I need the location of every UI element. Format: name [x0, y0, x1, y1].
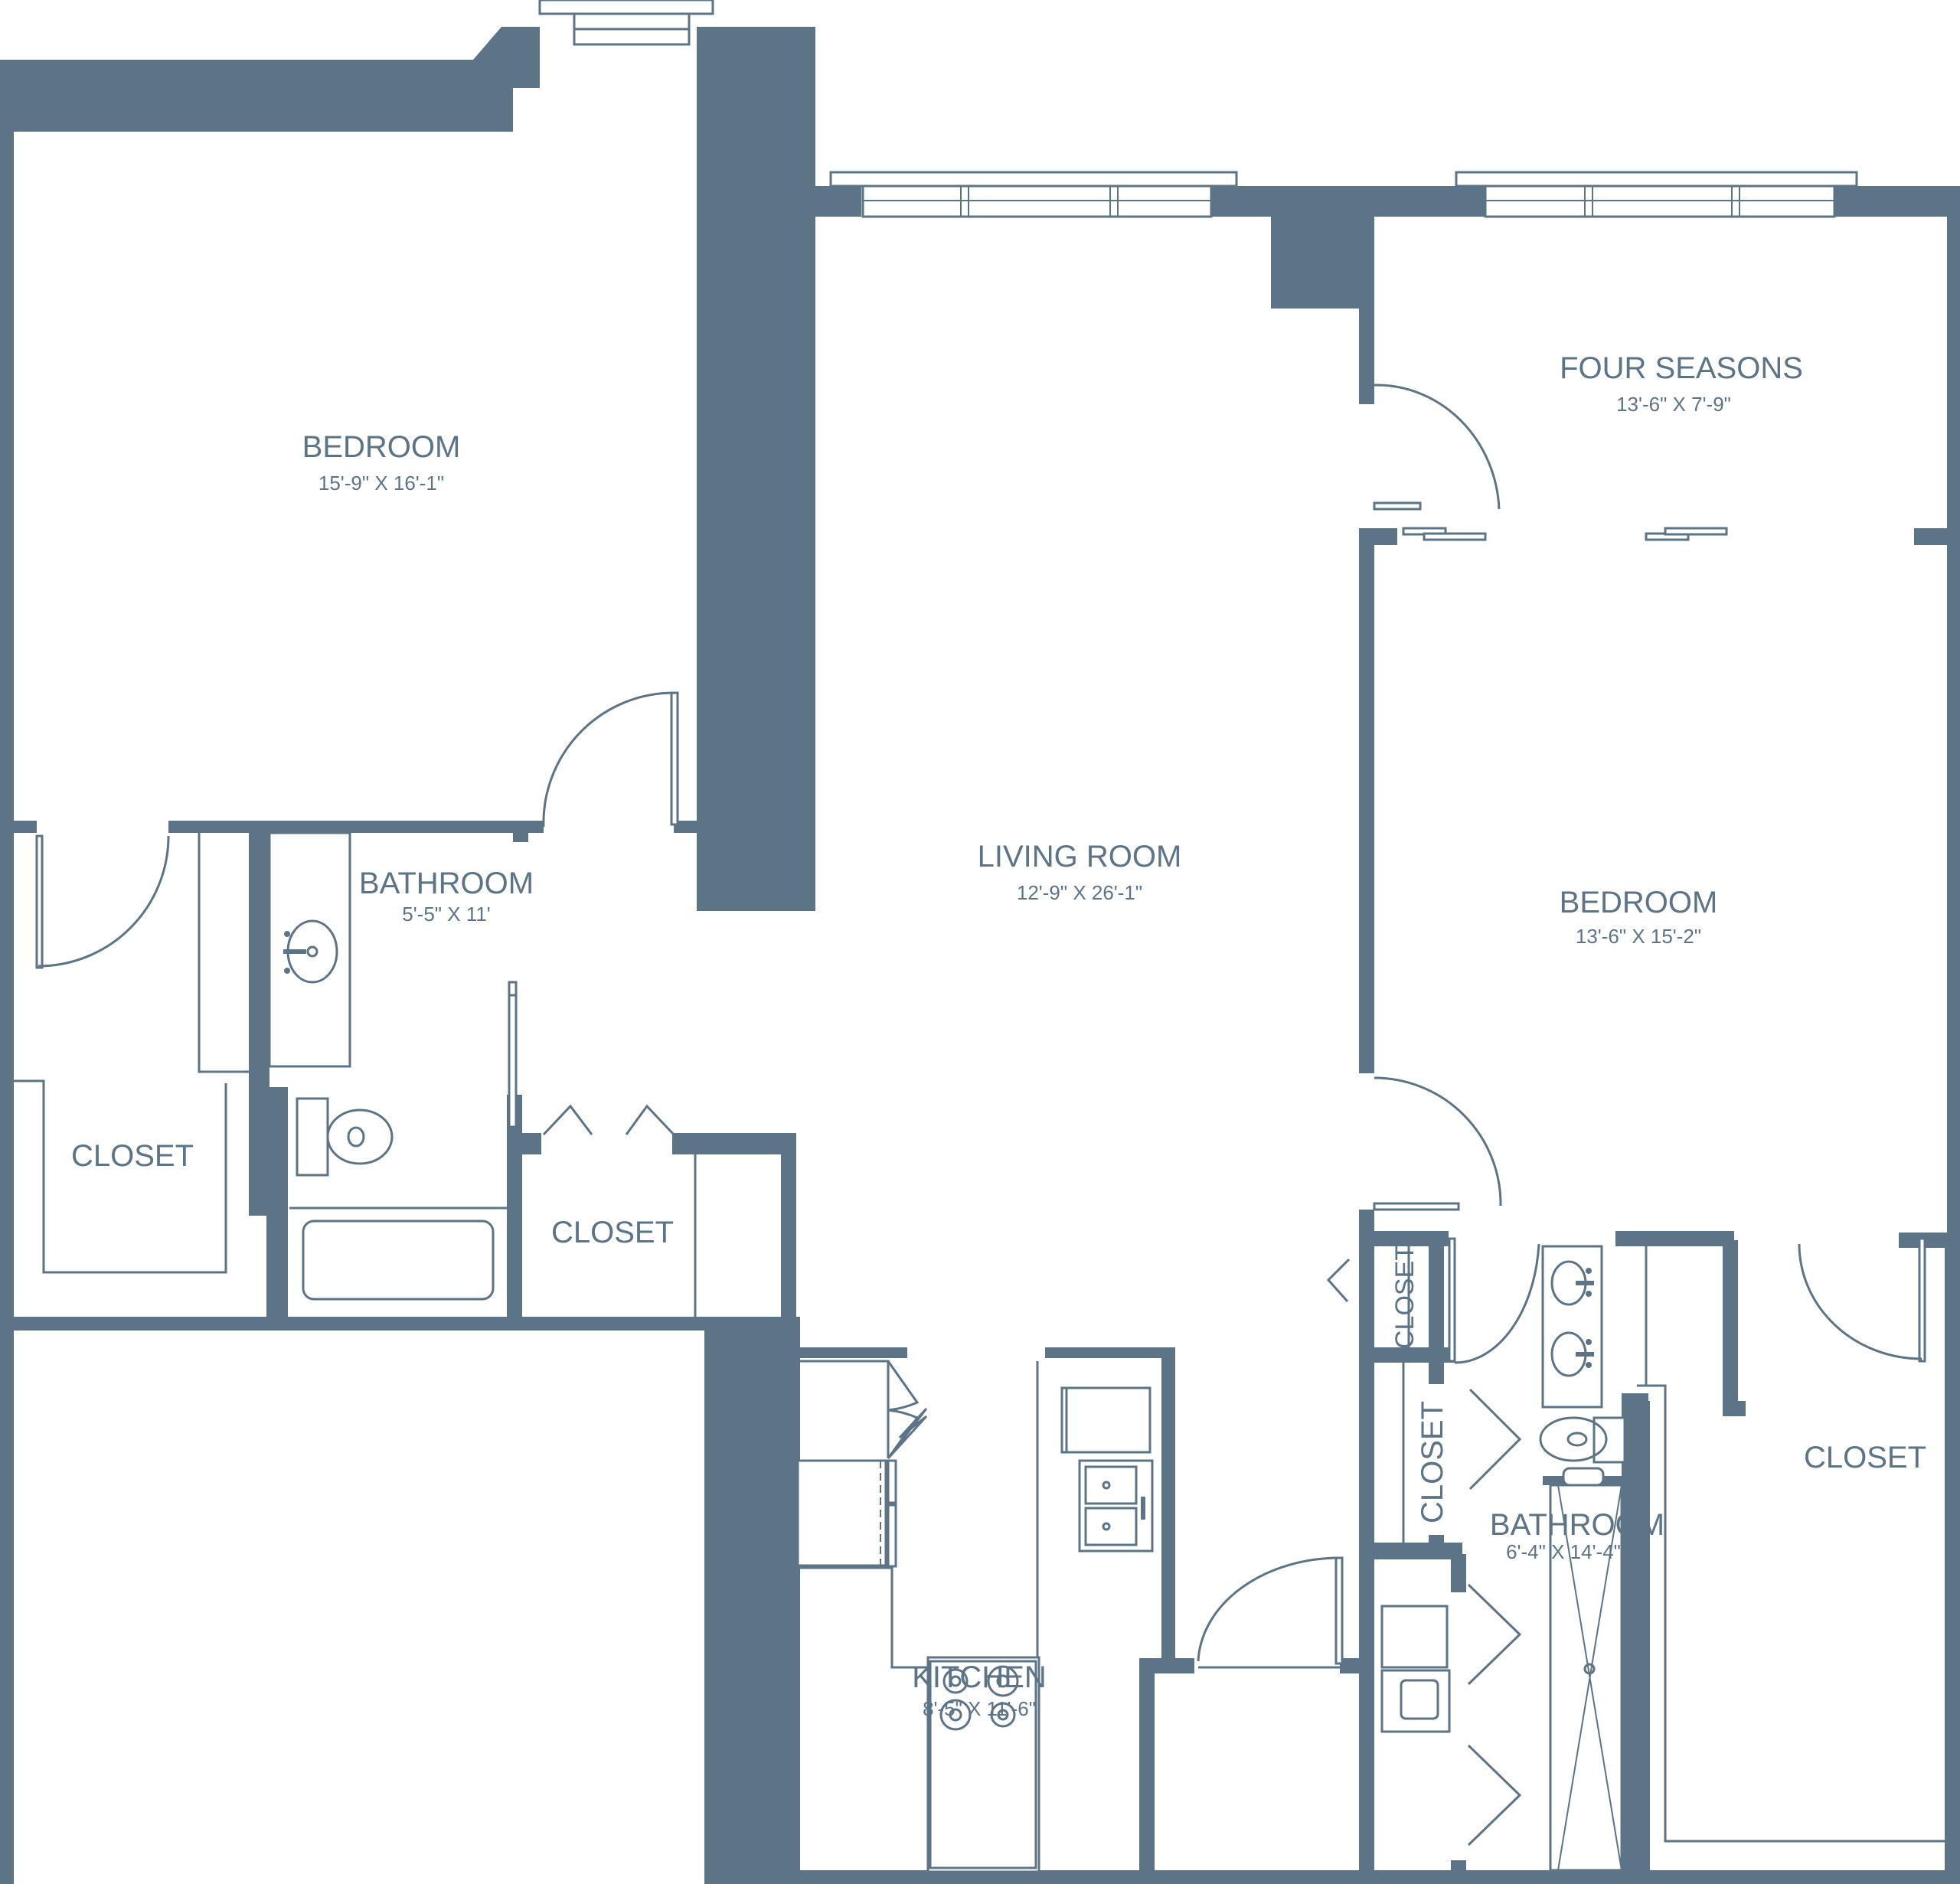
wall-hall-closet-top-right: [672, 1133, 796, 1154]
wall-hall-closet-top-left: [507, 1133, 541, 1154]
closet-left-shelving: [14, 833, 249, 1274]
wall-closet-block-top-a: [1363, 1231, 1449, 1246]
wall-top-living: [815, 186, 861, 217]
stove: [926, 1656, 1040, 1873]
door-four-seasons-slider: [1402, 527, 1728, 541]
wall-top-living-right: [1210, 186, 1279, 217]
wall-closet-block-top-b: [1615, 1231, 1734, 1246]
wall-four-seasons-left: [1359, 217, 1374, 404]
wall-left-outer: [0, 132, 14, 1341]
wall-pillar-top: [1271, 186, 1363, 309]
wall-hall-closet-right: [781, 1133, 796, 1317]
wall-bedroom-left-bottom-b: [168, 821, 544, 833]
door-closet-right: [1798, 1237, 1926, 1363]
label-closet-hall: CLOSET: [551, 1216, 674, 1249]
door-four-seasons: [1373, 384, 1501, 511]
wall-vanity-closet-low: [1723, 1401, 1746, 1416]
wall-closet-bath-left: [249, 833, 270, 1216]
kitchen-counters: [796, 1360, 1154, 1669]
door-closet-left: [35, 834, 170, 969]
wall-top-left: [0, 27, 815, 1884]
door-bedroom-right: [1373, 1076, 1502, 1211]
wall-lower-left: [0, 1317, 800, 1331]
wall-living-bedroom: [1359, 545, 1374, 1073]
dim-bedroom-left: 15'-9" X 16'-1": [318, 472, 444, 495]
wall-bedroom-left-bottom-stub: [513, 821, 528, 842]
label-kitchen: KITCHEN: [912, 1660, 1047, 1694]
toilet-right: [1539, 1416, 1626, 1464]
closet-right-shelving: [1637, 1246, 1945, 1843]
label-four-seasons: FOUR SEASONS: [1560, 351, 1803, 385]
dim-bathroom-left: 5'-5" X 11': [402, 903, 491, 926]
vanity-left: [268, 831, 351, 1068]
door-entry: [1197, 1556, 1348, 1669]
wall-entry-left-low: [1139, 1658, 1155, 1884]
wall-kitchen-right: [1161, 1347, 1175, 1669]
wall-bedroom-left-bottom-a: [0, 821, 37, 833]
wall-closet-bath-left-stub: [249, 1072, 270, 1095]
label-bedroom-left: BEDROOM: [302, 430, 461, 464]
dim-bathroom-right: 6'-4" X 14'-4": [1506, 1540, 1621, 1563]
wall-kitchen-left: [704, 1317, 800, 1884]
door-closet-small-lower: [1468, 1388, 1522, 1491]
wall-fs-divider-stub-right: [1914, 528, 1952, 545]
door-bathroom-left: [508, 981, 518, 1128]
window-living: [829, 171, 1238, 218]
label-bathroom-right: BATHROOM: [1490, 1508, 1664, 1542]
wall-kitchen-right-top: [1045, 1347, 1175, 1358]
wall-closet-block-top-c: [1899, 1233, 1960, 1248]
door-hall-closet: [542, 1104, 675, 1136]
wall-closet-bath-left-low: [266, 1087, 288, 1317]
door-bedroom-left: [542, 691, 679, 828]
label-closet-small-lower: CLOSET: [1416, 1401, 1449, 1523]
wall-right-outer: [1947, 186, 1960, 1235]
window-top-left: [538, 0, 714, 46]
wall-bottom: [796, 1870, 1960, 1884]
wall-top-fs-right: [1834, 186, 1960, 217]
door-closet-small-upper: [1326, 1258, 1351, 1302]
vanity-right: [1541, 1245, 1603, 1409]
wall-bedroom-left-bottom-c: [674, 821, 697, 833]
room-labels: BEDROOM 15'-9" X 16'-1" BATHROOM 5'-5" X…: [71, 351, 1926, 1720]
label-closet-right: CLOSET: [1804, 1441, 1926, 1474]
wall-closet-lower-stub: [1429, 1535, 1444, 1558]
wall-closet-small-right: [1429, 1231, 1444, 1384]
door-laundry: [1467, 1583, 1522, 1846]
wall-laundry-bottom-stub: [1451, 1860, 1466, 1884]
label-closet-left: CLOSET: [71, 1139, 194, 1173]
door-bathroom-right: [1448, 1237, 1540, 1364]
wall-closet-lower-bottom: [1363, 1543, 1462, 1559]
wall-top-fs-left: [1363, 186, 1485, 217]
label-bedroom-right: BEDROOM: [1560, 886, 1718, 919]
dim-living-room: 12'-9" X 26'-1": [1017, 881, 1142, 904]
wall-fs-divider-stub-left: [1359, 528, 1397, 545]
wall-right-closet-left: [1635, 1401, 1650, 1884]
dim-kitchen: 8'-5" X 11'-6": [923, 1697, 1036, 1720]
label-bathroom-left: BATHROOM: [359, 867, 534, 900]
window-four-seasons: [1455, 171, 1858, 218]
wall-vanity-closet: [1723, 1240, 1738, 1416]
shower: [1549, 1467, 1623, 1872]
dim-bedroom-right: 13'-6" X 15'-2": [1576, 925, 1701, 948]
bathtub-left: [289, 1206, 507, 1301]
windows: [538, 0, 1858, 218]
wall-kitchen-left-top: [796, 1347, 907, 1358]
doors: [35, 384, 1926, 1846]
wall-right-outer-lower: [1945, 1233, 1960, 1884]
label-closet-small-upper: CLOSET: [1390, 1245, 1419, 1349]
walls: [0, 27, 1960, 1884]
wall-bath-closet: [1622, 1393, 1637, 1883]
wall-laundry-stub: [1451, 1554, 1466, 1592]
wall-entry-right: [1340, 1658, 1374, 1673]
fixtures: [14, 831, 1945, 1873]
washer-dryer: [1380, 1605, 1451, 1733]
toilet-left: [296, 1097, 394, 1177]
dim-four-seasons: 13'-6" X 7'-9": [1616, 393, 1731, 416]
label-living-room: LIVING ROOM: [978, 840, 1182, 873]
